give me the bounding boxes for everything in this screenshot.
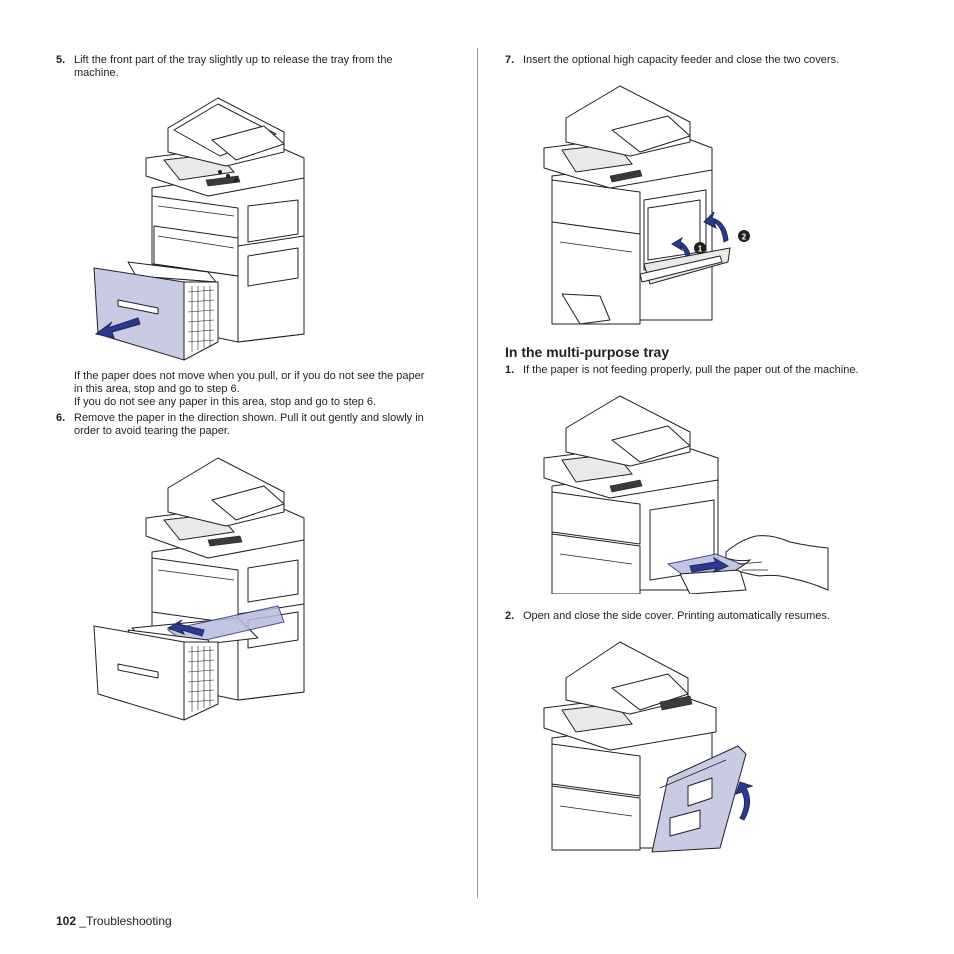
note-line3: If you do not see any paper in this area… [74,396,377,408]
step-6-number: 6. [56,412,66,424]
mp-step-1-text: If the paper is not feeding properly, pu… [523,364,859,376]
figure-open-side-cover [543,641,754,853]
step-6-text-line2: order to avoid tearing the paper. [74,425,230,437]
figure-tray-release [93,97,305,361]
mp-step-2-number: 2. [505,610,515,622]
page-number: 102 [56,914,77,928]
step-5-text-line2: machine. [74,67,119,79]
figure-insert-feeder: 1 2 [543,85,750,325]
callout-1: 1 [698,245,703,254]
mp-step-2-text: Open and close the side cover. Printing … [523,610,830,622]
step-5-text-line1: Lift the front part of the tray slightly… [74,54,393,66]
mp-step-1-number: 1. [505,364,515,376]
note-line2: in this area, stop and go to step 6. [74,383,240,395]
step-6-text-line1: Remove the paper in the direction shown.… [74,412,424,424]
figure-pull-paper-mp-tray [543,395,829,594]
note-line1: If the paper does not move when you pull… [74,370,425,382]
step-5-number: 5. [56,54,66,66]
section-heading-multi-purpose-tray: In the multi-purpose tray [505,344,670,360]
page-footer: 102 _Troubleshooting [56,914,172,928]
callout-2: 2 [742,233,747,242]
step-7-number: 7. [505,54,515,66]
step-7-text: Insert the optional high capacity feeder… [523,54,840,66]
footer-section: _Troubleshooting [79,914,172,928]
column-divider [477,48,478,898]
figure-remove-paper [93,457,305,721]
